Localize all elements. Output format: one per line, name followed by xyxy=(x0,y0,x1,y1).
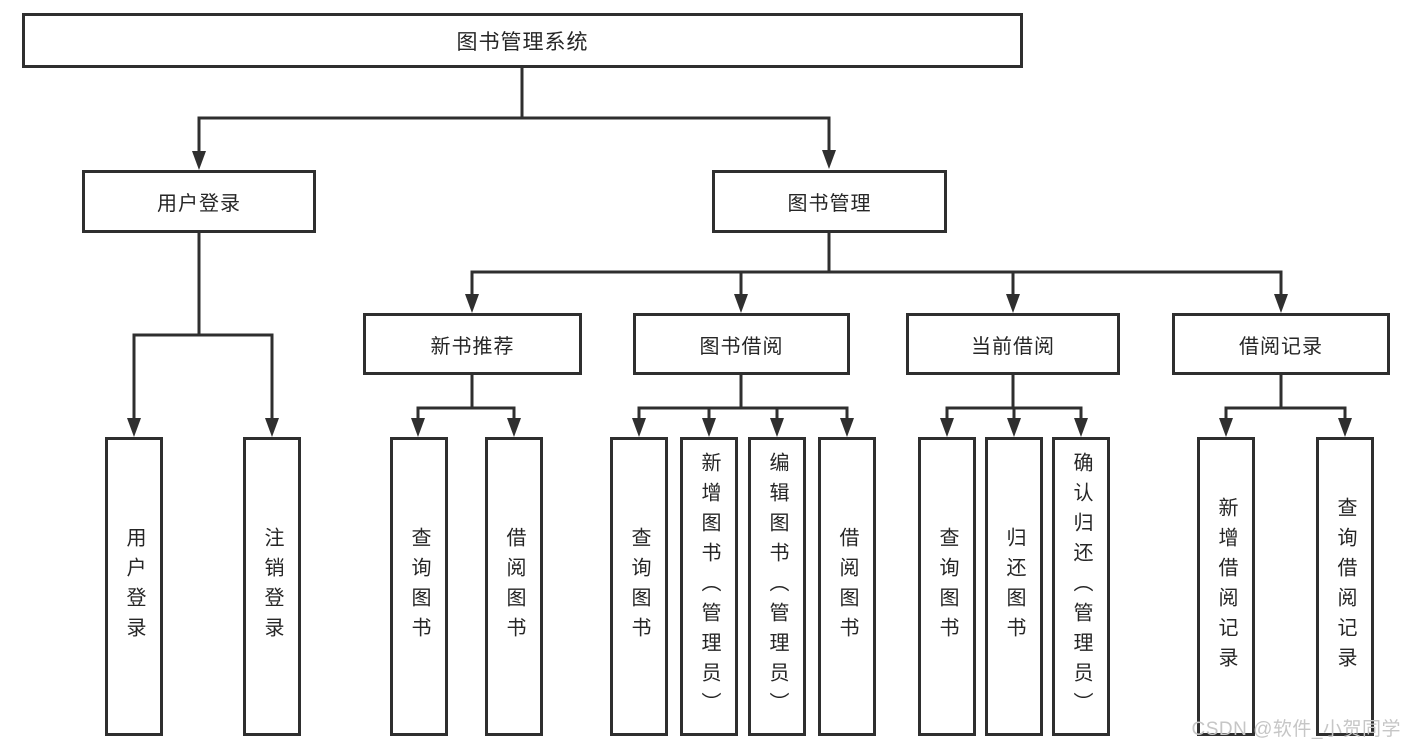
node-book-borrow: 图书借阅 xyxy=(633,313,850,375)
leaf-logout: 注销登录 xyxy=(243,437,301,736)
node-label: 查询借阅记录 xyxy=(1334,496,1356,677)
node-label: 图书借阅 xyxy=(699,335,784,358)
leaf-user-login: 用户登录 xyxy=(105,437,163,736)
node-label: 当前借阅 xyxy=(971,335,1055,358)
node-library-system: 图书管理系统 xyxy=(22,13,1023,68)
node-label: 确认归还（管理员） xyxy=(1070,451,1092,722)
node-borrow-records: 借阅记录 xyxy=(1172,313,1390,375)
node-label: 借阅图书 xyxy=(503,526,525,647)
leaf-borrow-borrow-books: 借阅图书 xyxy=(818,437,876,736)
node-label: 注销登录 xyxy=(261,526,283,647)
node-label: 查询图书 xyxy=(936,526,958,647)
leaf-borrow-query-books: 查询图书 xyxy=(610,437,668,736)
node-label: 查询图书 xyxy=(628,526,650,647)
node-label: 新增借阅记录 xyxy=(1215,496,1237,677)
leaf-newbook-borrow-books: 借阅图书 xyxy=(485,437,543,736)
node-label: 归还图书 xyxy=(1003,526,1025,647)
leaf-current-query-books: 查询图书 xyxy=(918,437,976,736)
node-label: 新增图书（管理员） xyxy=(698,451,720,722)
leaf-borrow-edit-books-admin: 编辑图书（管理员） xyxy=(748,437,806,736)
leaf-borrow-add-books-admin: 新增图书（管理员） xyxy=(680,437,738,736)
node-label: 图书管理 xyxy=(787,193,872,215)
node-label: 用户登录 xyxy=(123,526,145,647)
node-label: 编辑图书（管理员） xyxy=(766,451,788,722)
node-current-borrow: 当前借阅 xyxy=(906,313,1120,375)
leaf-newbook-query-books: 查询图书 xyxy=(390,437,448,736)
node-user-login: 用户登录 xyxy=(82,170,316,233)
node-label: 图书管理系统 xyxy=(456,30,589,54)
node-label: 借阅记录 xyxy=(1239,335,1323,358)
node-label: 新书推荐 xyxy=(430,335,515,358)
node-book-management: 图书管理 xyxy=(712,170,947,233)
leaf-records-query-record: 查询借阅记录 xyxy=(1316,437,1374,736)
leaf-current-return-books: 归还图书 xyxy=(985,437,1043,736)
leaf-current-confirm-return-admin: 确认归还（管理员） xyxy=(1052,437,1110,736)
node-label: 借阅图书 xyxy=(836,526,858,647)
leaf-records-add-record: 新增借阅记录 xyxy=(1197,437,1255,736)
node-label: 用户登录 xyxy=(157,193,241,215)
node-new-book-recommend: 新书推荐 xyxy=(363,313,582,375)
node-label: 查询图书 xyxy=(408,526,430,647)
watermark: CSDN @软件_小贺同学 xyxy=(1191,719,1401,740)
